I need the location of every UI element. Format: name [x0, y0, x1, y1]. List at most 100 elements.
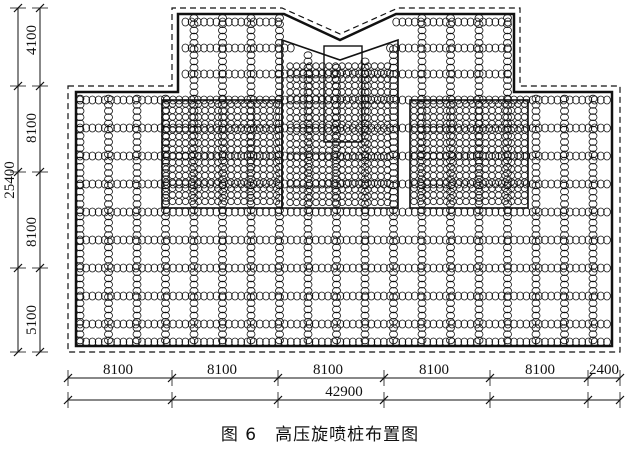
- pile-circle: [474, 305, 484, 314]
- pile-circle: [578, 179, 586, 189]
- pile-circle: [522, 319, 531, 329]
- pile-circle: [94, 319, 103, 329]
- pile-circle: [520, 113, 529, 121]
- pile-circle: [150, 207, 159, 217]
- pile-circle: [474, 187, 484, 196]
- pile-circle: [460, 319, 469, 329]
- pile-circle: [150, 95, 159, 105]
- pile-circle: [503, 235, 512, 245]
- pile-circle: [76, 179, 84, 189]
- pile-circle: [107, 235, 115, 245]
- pile-circle: [531, 200, 541, 208]
- pile-circle: [474, 138, 484, 146]
- pile-circle: [485, 69, 494, 79]
- pile-circle: [361, 235, 370, 245]
- pile-circle: [436, 191, 444, 199]
- pile-circle: [201, 197, 209, 206]
- pile-circle: [240, 165, 248, 173]
- pile-circle: [466, 17, 475, 27]
- pile-circle: [132, 293, 142, 301]
- pile-circle: [560, 293, 569, 301]
- pile-circle: [299, 75, 307, 83]
- pile-circle: [338, 166, 346, 174]
- pile-circle: [531, 156, 541, 165]
- pile-circle: [299, 185, 307, 194]
- pile-circle: [292, 185, 301, 194]
- pile-circle: [104, 144, 113, 153]
- pile-circle: [446, 169, 455, 177]
- pile-circle: [332, 268, 341, 277]
- pile-circle: [181, 152, 190, 160]
- pile-circle: [218, 69, 227, 79]
- pile-circle: [253, 191, 261, 199]
- pile-circle: [189, 88, 199, 97]
- pile-circle: [520, 184, 529, 193]
- pile-circle: [163, 151, 171, 161]
- pile-circle: [201, 165, 209, 173]
- pile-circle: [201, 158, 209, 167]
- pile-circle: [161, 94, 170, 103]
- pile-circle: [565, 207, 574, 217]
- pile-circle: [161, 262, 170, 270]
- pile-circle: [246, 274, 256, 283]
- pile-circle: [514, 197, 522, 206]
- pile-circle: [474, 82, 484, 90]
- pile-circle: [303, 299, 313, 308]
- pile-circle: [466, 123, 475, 133]
- pile-circle: [275, 70, 284, 78]
- pile-circle: [541, 95, 549, 105]
- pile-circle: [275, 57, 284, 66]
- pile-circle: [168, 132, 177, 141]
- pile-circle: [292, 140, 301, 148]
- pile-circle: [590, 151, 599, 161]
- pile-circle: [472, 263, 481, 273]
- pile-circle: [253, 197, 261, 206]
- pile-circle: [132, 181, 142, 190]
- pile-circle: [200, 235, 208, 245]
- pile-circle: [370, 88, 379, 96]
- pile-circle: [404, 17, 413, 27]
- pile-circle: [503, 125, 512, 134]
- pile-circle: [423, 17, 432, 27]
- pile-circle: [584, 123, 593, 133]
- pile-circle: [266, 139, 274, 147]
- dim-h-5: 8100: [525, 362, 555, 378]
- pile-circle: [514, 191, 522, 199]
- pile-circle: [275, 237, 284, 246]
- pile-circle: [472, 319, 481, 329]
- pile-circle: [227, 132, 235, 141]
- pile-circle: [181, 132, 190, 141]
- pile-circle: [132, 317, 142, 326]
- pile-circle: [201, 132, 209, 141]
- pile-circle: [596, 207, 605, 217]
- pile-circle: [132, 299, 142, 308]
- pile-circle: [206, 179, 215, 189]
- pile-circle: [584, 291, 593, 301]
- pile-circle: [520, 158, 529, 167]
- pile-circle: [423, 69, 432, 79]
- pile-circle: [200, 69, 208, 79]
- pile-circle: [488, 113, 496, 121]
- pile-circle: [168, 113, 177, 121]
- pile-circle: [531, 237, 541, 246]
- pile-circle: [299, 291, 308, 301]
- pile-circle: [531, 107, 541, 115]
- pile-circle: [560, 231, 569, 239]
- pile-circle: [175, 197, 183, 206]
- pile-circle: [246, 280, 256, 289]
- pile-circle: [572, 95, 580, 105]
- pile-circle: [207, 126, 216, 134]
- pile-circle: [104, 150, 113, 159]
- pile-circle: [286, 319, 295, 329]
- pile-circle: [342, 235, 351, 245]
- pile-circle: [218, 243, 227, 252]
- pile-circle: [181, 43, 190, 53]
- pile-circle: [360, 237, 370, 246]
- pile-circle: [305, 319, 314, 329]
- pile-circle: [462, 197, 470, 206]
- pile-circle: [360, 225, 370, 233]
- pile-circle: [560, 249, 569, 258]
- pile-circle: [218, 262, 227, 270]
- pile-circle: [132, 268, 142, 277]
- pile-circle: [503, 113, 512, 121]
